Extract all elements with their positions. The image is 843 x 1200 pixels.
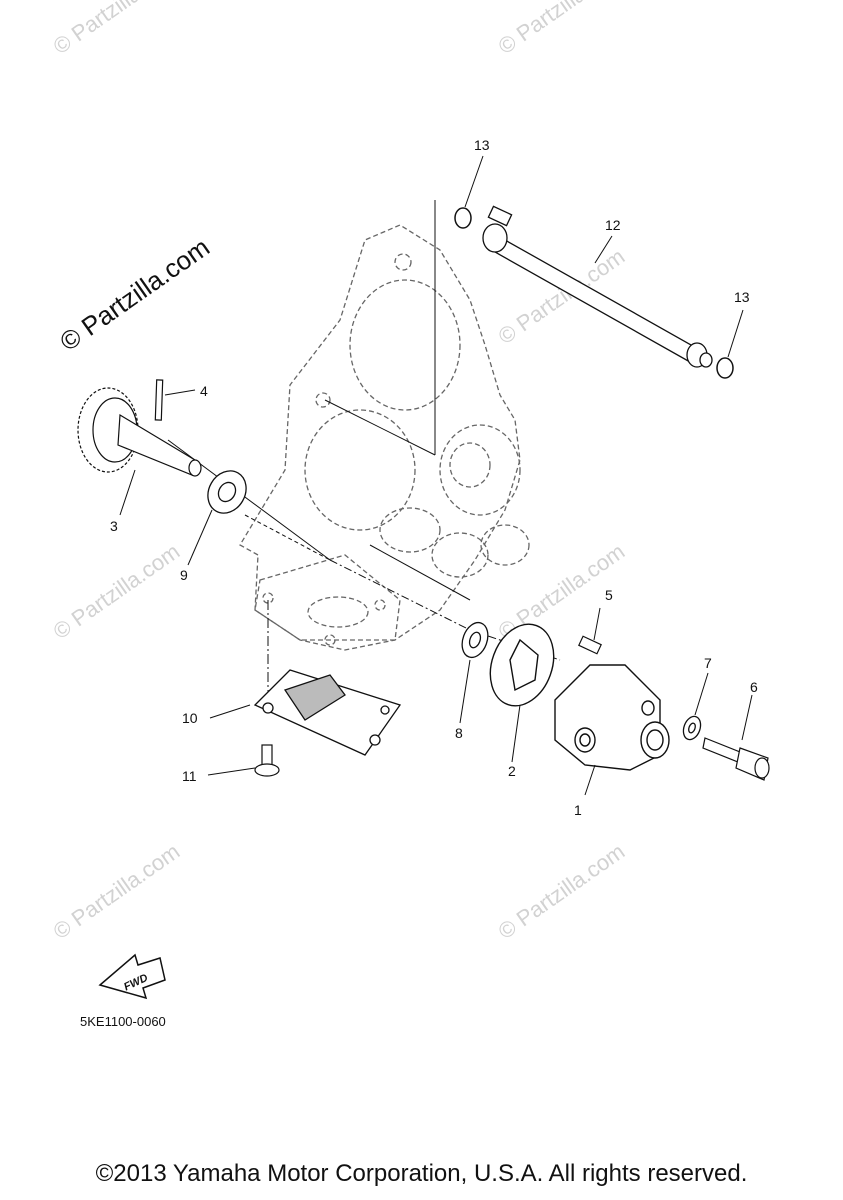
callout-4: 4 bbox=[200, 383, 208, 399]
callout-7: 7 bbox=[704, 655, 712, 671]
washer-small bbox=[461, 621, 489, 659]
callouts: 1 2 3 4 5 6 7 8 9 10 11 12 13 13 bbox=[110, 137, 758, 818]
callout-2: 2 bbox=[508, 763, 516, 779]
driven-gear bbox=[77, 387, 202, 477]
callout-1: 1 bbox=[574, 802, 582, 818]
watermark-main: © Partzilla.com bbox=[54, 232, 215, 357]
washer bbox=[207, 470, 247, 514]
callout-13: 13 bbox=[474, 137, 490, 153]
callout-6: 6 bbox=[750, 679, 758, 695]
bolt-washer bbox=[682, 715, 702, 741]
oil-pipe bbox=[482, 205, 713, 368]
callout-leaders bbox=[119, 155, 753, 796]
oil-strainer bbox=[253, 669, 402, 756]
dowel-pin bbox=[578, 635, 602, 655]
bolt bbox=[702, 737, 770, 781]
callout-13: 13 bbox=[734, 289, 750, 305]
watermark: © Partzilla.com bbox=[49, 539, 185, 645]
callout-10: 10 bbox=[182, 710, 198, 726]
oil-pump-housing bbox=[554, 664, 670, 771]
callout-3: 3 bbox=[110, 518, 118, 534]
fwd-arrow-icon: FWD bbox=[98, 953, 166, 1000]
copyright-notice: ©2013 Yamaha Motor Corporation, U.S.A. A… bbox=[95, 1160, 748, 1187]
screw bbox=[254, 744, 280, 777]
o-ring-icon bbox=[454, 207, 472, 229]
crankcase-cover bbox=[239, 224, 530, 651]
watermark: © Partzilla.com bbox=[49, 0, 185, 59]
pin bbox=[154, 379, 164, 421]
callout-11: 11 bbox=[182, 768, 197, 784]
diagram-code: 5KE1100-0060 bbox=[80, 1014, 166, 1029]
watermarks: © Partzilla.com © Partzilla.com © Partzi… bbox=[49, 0, 630, 944]
callout-5: 5 bbox=[605, 587, 613, 603]
watermark: © Partzilla.com bbox=[494, 0, 630, 59]
o-ring-icon bbox=[716, 357, 734, 379]
watermark: © Partzilla.com bbox=[494, 839, 630, 945]
callout-12: 12 bbox=[605, 217, 621, 233]
pump-rotor bbox=[489, 623, 555, 707]
callout-9: 9 bbox=[180, 567, 188, 583]
callout-8: 8 bbox=[455, 725, 463, 741]
watermark: © Partzilla.com bbox=[49, 839, 185, 945]
